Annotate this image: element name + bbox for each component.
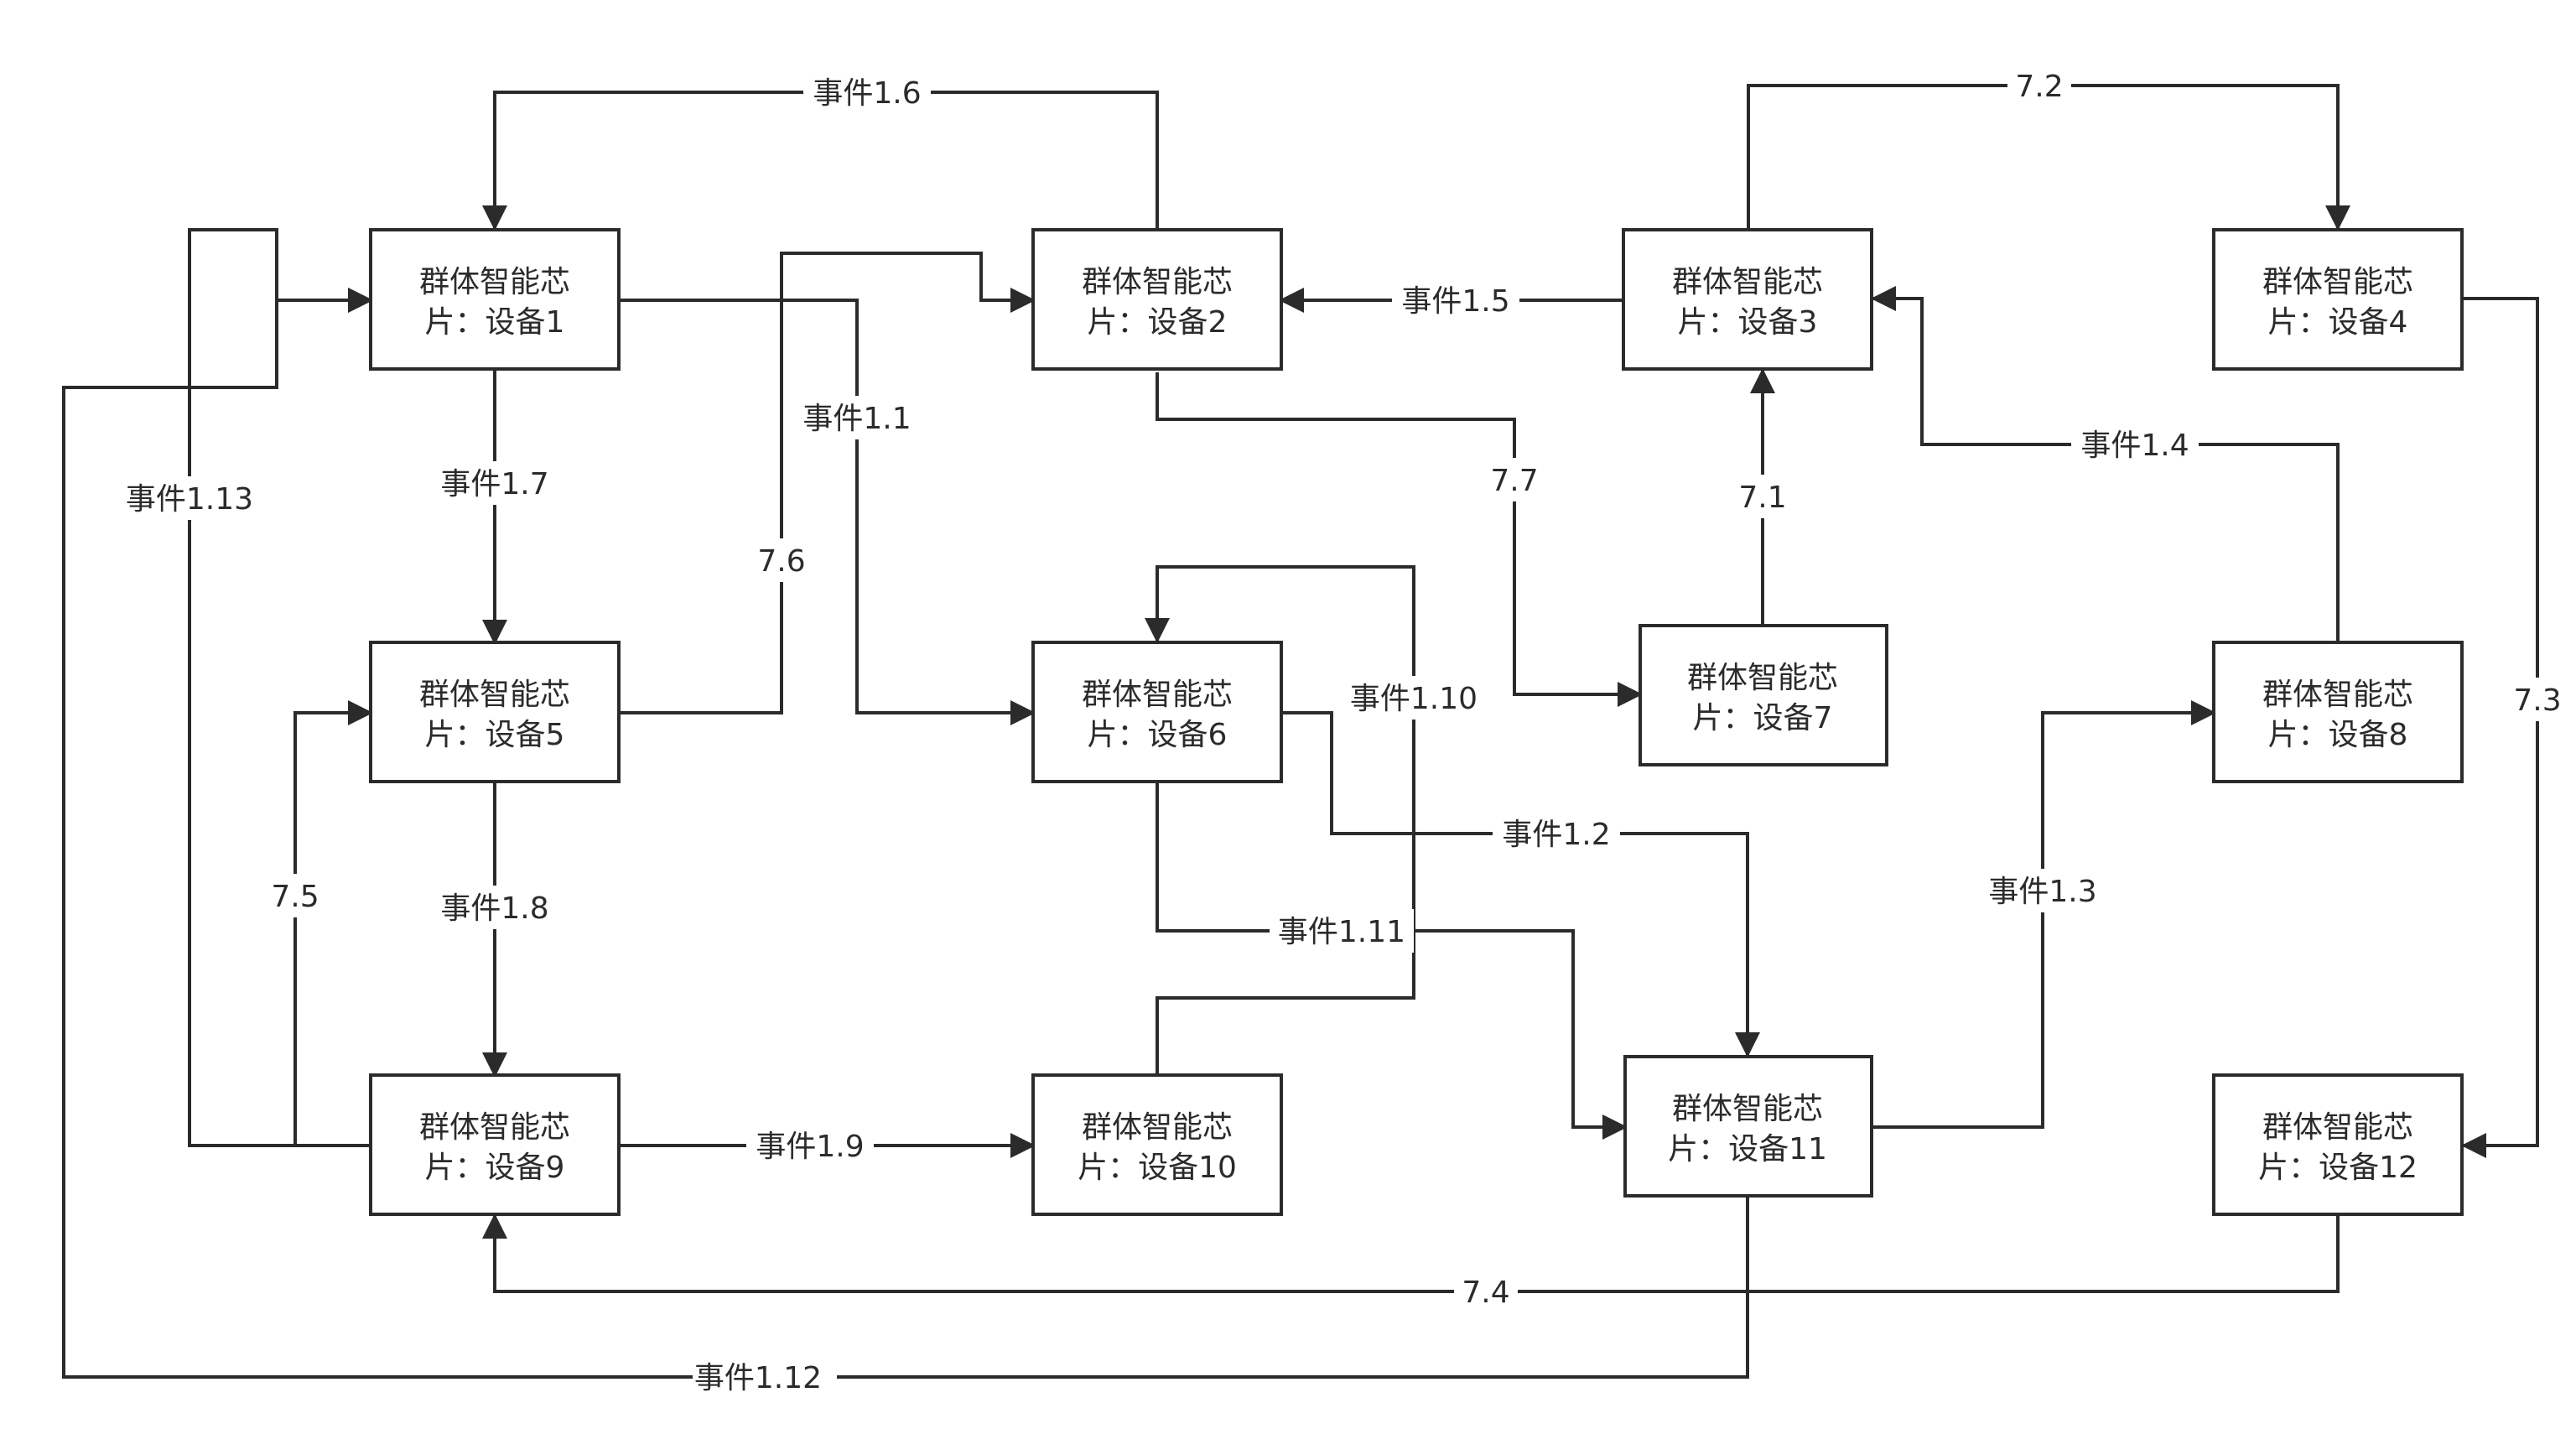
edge-7-2[interactable]: 7.2 xyxy=(1747,64,2350,231)
node-device-3[interactable]: 群体智能芯 片：设备3 xyxy=(1622,228,1873,371)
node-device-6[interactable]: 群体智能芯 片：设备6 xyxy=(1031,641,1283,783)
node-device-2[interactable]: 群体智能芯 片：设备2 xyxy=(1031,228,1283,371)
edge-event-1-11[interactable]: 事件1.11 xyxy=(1156,783,1628,1140)
edge-label-event-1-10: 事件1.10 xyxy=(1350,682,1478,716)
node-label-line1: 群体智能芯 xyxy=(419,1110,570,1145)
node-device-9[interactable]: 群体智能芯 片：设备9 xyxy=(369,1073,621,1216)
edge-7-1[interactable]: 7.1 xyxy=(1732,368,1793,624)
edge-7-6[interactable]: 7.6 xyxy=(619,252,1036,714)
node-label-line1: 群体智能芯 xyxy=(2262,678,2413,712)
edge-event-1-12[interactable]: 事件1.12 xyxy=(62,288,1749,1399)
edge-label-event-1-5: 事件1.5 xyxy=(1401,284,1509,319)
edge-event-1-6[interactable]: 事件1.6 xyxy=(482,70,1159,231)
node-device-11[interactable]: 群体智能芯 片：设备11 xyxy=(1623,1055,1873,1198)
node-label-line1: 群体智能芯 xyxy=(1082,678,1233,712)
node-label-line1: 群体智能芯 xyxy=(1687,661,1838,695)
edge-label-7-7: 7.7 xyxy=(1490,464,1538,498)
edge-label-event-1-11: 事件1.11 xyxy=(1278,915,1405,949)
edge-label-7-3: 7.3 xyxy=(2513,683,2561,718)
edge-event-1-5[interactable]: 事件1.5 xyxy=(1279,278,1623,322)
edges: 事件1.6 7.2 事件1.5 事件1.1 7.6 xyxy=(62,64,2569,1399)
node-label-line2: 片：设备8 xyxy=(2268,718,2408,752)
node-label-line2: 片：设备2 xyxy=(1088,305,1228,340)
edge-label-event-1-9: 事件1.9 xyxy=(756,1130,864,1164)
node-label-line2: 片：设备7 xyxy=(1693,701,1833,735)
edge-event-1-2[interactable]: 事件1.2 xyxy=(1281,711,1760,1057)
node-label-line1: 群体智能芯 xyxy=(1082,1110,1233,1145)
node-label-line1: 群体智能芯 xyxy=(1672,1092,1823,1126)
edge-event-1-1[interactable]: 事件1.1 xyxy=(619,299,1036,725)
node-label-line1: 群体智能芯 xyxy=(419,678,570,712)
node-device-8[interactable]: 群体智能芯 片：设备8 xyxy=(2212,641,2464,783)
node-label-line1: 群体智能芯 xyxy=(1672,265,1823,299)
edge-7-4[interactable]: 7.4 xyxy=(482,1213,2340,1313)
node-device-1[interactable]: 群体智能芯 片：设备1 xyxy=(369,228,621,371)
edge-label-event-1-4: 事件1.4 xyxy=(2080,429,2189,463)
node-label-line2: 片：设备5 xyxy=(425,718,565,752)
edge-event-1-10[interactable]: 事件1.10 xyxy=(1145,565,1486,1073)
node-label-line1: 群体智能芯 xyxy=(2262,265,2413,299)
node-device-12[interactable]: 群体智能芯 片：设备12 xyxy=(2212,1073,2464,1216)
edge-label-event-1-12: 事件1.12 xyxy=(694,1361,822,1395)
edge-event-1-9[interactable]: 事件1.9 xyxy=(619,1124,1036,1167)
edge-label-event-1-8: 事件1.8 xyxy=(440,891,548,926)
node-label-line2: 片：设备9 xyxy=(425,1151,565,1185)
edge-label-7-2: 7.2 xyxy=(2015,70,2063,104)
edge-label-7-5: 7.5 xyxy=(271,880,319,914)
edge-label-event-1-13: 事件1.13 xyxy=(126,482,253,517)
edge-label-event-1-2: 事件1.2 xyxy=(1502,818,1610,852)
node-label-line1: 群体智能芯 xyxy=(419,265,570,299)
node-label-line1: 群体智能芯 xyxy=(2262,1110,2413,1145)
node-label-line2: 片：设备12 xyxy=(2258,1151,2418,1185)
node-device-10[interactable]: 群体智能芯 片：设备10 xyxy=(1031,1073,1283,1216)
node-device-4[interactable]: 群体智能芯 片：设备4 xyxy=(2212,228,2464,371)
node-label-line2: 片：设备3 xyxy=(1678,305,1818,340)
edge-event-1-4[interactable]: 事件1.4 xyxy=(1871,286,2340,641)
edge-label-event-1-6: 事件1.6 xyxy=(813,76,921,111)
node-label-line2: 片：设备11 xyxy=(1668,1132,1827,1166)
node-label-line2: 片：设备1 xyxy=(425,305,565,340)
edge-event-1-8[interactable]: 事件1.8 xyxy=(431,783,558,1078)
edge-event-1-3[interactable]: 事件1.3 xyxy=(1872,700,2216,1129)
edge-label-event-1-1: 事件1.1 xyxy=(802,402,911,436)
node-label-line2: 片：设备10 xyxy=(1078,1151,1237,1185)
node-label-line2: 片：设备6 xyxy=(1088,718,1228,752)
nodes: 群体智能芯 片：设备1 群体智能芯 片：设备2 群体智能芯 片：设备3 群体智能… xyxy=(369,228,2464,1216)
edge-event-1-7[interactable]: 事件1.7 xyxy=(431,369,558,645)
edge-label-event-1-7: 事件1.7 xyxy=(440,467,548,501)
edge-label-event-1-3: 事件1.3 xyxy=(1988,875,2096,909)
edge-label-7-4: 7.4 xyxy=(1462,1276,1509,1310)
edge-event-1-13[interactable]: 事件1.13 xyxy=(114,228,373,1147)
edge-label-7-6: 7.6 xyxy=(757,544,805,579)
node-label-line1: 群体智能芯 xyxy=(1082,265,1233,299)
node-device-7[interactable]: 群体智能芯 片：设备7 xyxy=(1639,624,1888,766)
edge-7-3[interactable]: 7.3 xyxy=(2461,297,2569,1158)
edge-7-5[interactable]: 7.5 xyxy=(265,700,373,1147)
node-label-line2: 片：设备4 xyxy=(2268,305,2408,340)
edge-label-7-1: 7.1 xyxy=(1738,481,1786,515)
edge-7-7[interactable]: 7.7 xyxy=(1156,372,1643,707)
node-device-5[interactable]: 群体智能芯 片：设备5 xyxy=(369,641,621,783)
